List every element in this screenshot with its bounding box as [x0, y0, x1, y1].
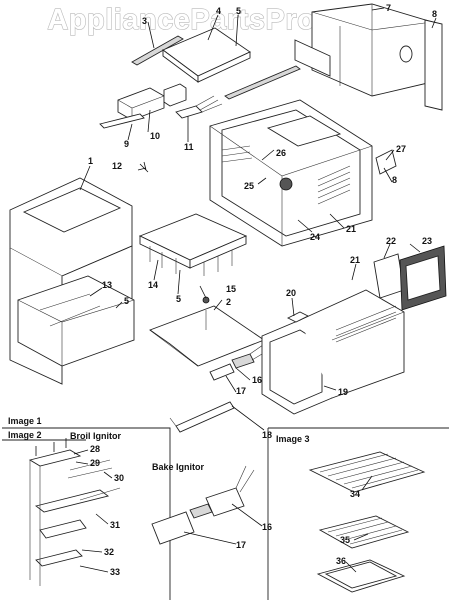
- callout-12: 12: [112, 161, 122, 171]
- callout-16b: 16: [262, 522, 272, 532]
- part-18-burner-tube: [169, 401, 235, 433]
- part-14-insulation-pad: [138, 213, 248, 276]
- broil-ignitor-assembly: [28, 438, 121, 586]
- section-image3-label: Image 3: [276, 434, 310, 444]
- part-22-23-insulation: [373, 245, 447, 311]
- callout-1: 1: [88, 156, 93, 166]
- callout-33: 33: [110, 567, 120, 577]
- callout-5: 5: [236, 6, 241, 16]
- callout-3: 3: [142, 16, 147, 26]
- callout-19: 19: [338, 387, 348, 397]
- callout-17: 17: [236, 386, 246, 396]
- callout-31: 31: [110, 520, 120, 530]
- part-3-trim-strip: [131, 35, 184, 66]
- callout-25: 25: [244, 181, 254, 191]
- part-19-front-frame: [261, 289, 405, 415]
- callout-labels: 3 4 5 7 8 10 9 11 12 1 26 25 27 8 24 21 …: [88, 3, 437, 577]
- callout-22: 22: [386, 236, 396, 246]
- callout-28: 28: [90, 444, 100, 454]
- callout-35: 35: [340, 535, 350, 545]
- part-2-burner-baffle: [149, 296, 265, 367]
- callout-2: 2: [226, 297, 231, 307]
- part-11-terminal-block: [175, 95, 223, 119]
- callout-30: 30: [114, 473, 124, 483]
- callout-26: 26: [276, 148, 286, 158]
- callout-18: 18: [262, 430, 272, 440]
- callout-36: 36: [336, 556, 346, 566]
- part-13-bottom-tray: [17, 275, 135, 367]
- callout-16: 16: [252, 375, 262, 385]
- callout-32: 32: [104, 547, 114, 557]
- callout-4: 4: [216, 6, 221, 16]
- part-12-screw: [139, 161, 149, 173]
- callout-15: 15: [226, 284, 236, 294]
- callout-29: 29: [90, 458, 100, 468]
- callout-5b: 5: [176, 294, 181, 304]
- callout-21: 21: [346, 224, 356, 234]
- section-broil-ignitor-label: Broil Ignitor: [70, 431, 121, 441]
- callout-20: 20: [286, 288, 296, 298]
- callout-13: 13: [102, 280, 112, 290]
- section-image2-label: Image 2: [8, 430, 42, 440]
- callout-8b: 8: [392, 175, 397, 185]
- part-34-oven-rack: [308, 451, 426, 493]
- callout-23: 23: [422, 236, 432, 246]
- section-image1-label: Image 1: [8, 416, 42, 426]
- callout-17b: 17: [236, 540, 246, 550]
- part-36-broil-pan: [316, 559, 406, 593]
- part-10-electrode-box: [99, 83, 187, 129]
- callout-11: 11: [184, 142, 194, 152]
- part-16-17-ignitor: [209, 339, 273, 381]
- callout-10: 10: [150, 131, 160, 141]
- part-35-broil-grid: [318, 515, 410, 549]
- part-4-top-panel: [162, 27, 251, 83]
- callout-24: 24: [310, 232, 320, 242]
- callout-8: 8: [432, 9, 437, 19]
- part-7-8-back-panel: [224, 3, 443, 111]
- callout-9: 9: [124, 139, 129, 149]
- callout-34: 34: [350, 489, 360, 499]
- part-21-oven-cavity: [209, 99, 397, 247]
- callout-21b: 21: [350, 255, 360, 265]
- section-dividers: [2, 427, 449, 600]
- callout-7: 7: [386, 3, 391, 13]
- callout-14: 14: [148, 280, 158, 290]
- callout-27: 27: [396, 144, 406, 154]
- bake-ignitor-assembly: [151, 465, 255, 545]
- section-bake-ignitor-label: Bake Ignitor: [152, 462, 205, 472]
- leader-lines: [73, 7, 437, 573]
- callout-5c: 5: [124, 296, 129, 306]
